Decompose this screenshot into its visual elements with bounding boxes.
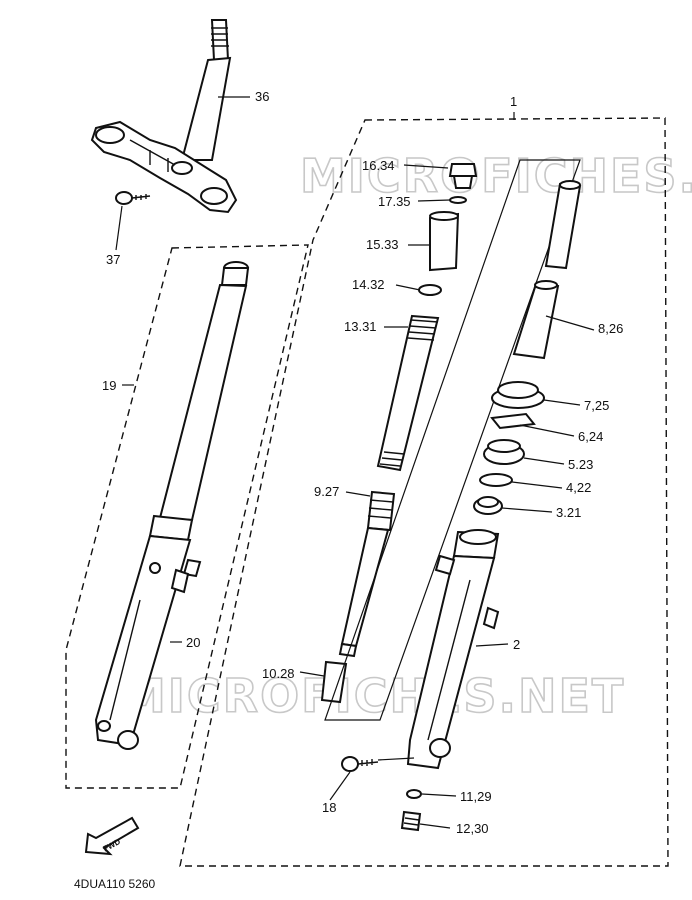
- assembly-19-boundary: [65, 244, 309, 789]
- drain-bolt-12-part: [400, 810, 422, 832]
- retaining-clip-6-part: [490, 412, 536, 430]
- callout-5: 5.23: [568, 457, 593, 472]
- callout-9: 9.27: [314, 484, 339, 499]
- oil-lock-piece-10-part: [320, 660, 348, 704]
- callout-17: 17.35: [378, 194, 411, 209]
- o-ring-17-part: [449, 196, 467, 204]
- assembly-1-boundary: [179, 117, 669, 867]
- callout-4: 4,22: [566, 480, 591, 495]
- gasket-11-part: [406, 789, 422, 799]
- callout-7: 7,25: [584, 398, 609, 413]
- callout-11: 11,29: [460, 789, 492, 804]
- forward-direction-arrow: FWD: [84, 816, 140, 856]
- dust-seal-7-part: [491, 381, 545, 409]
- callout-6: 6,24: [578, 429, 603, 444]
- watermark-bottom: MICROFICHES.NET: [120, 669, 625, 723]
- oil-seal-5-part: [483, 439, 525, 465]
- steering-stem-part: [90, 19, 238, 214]
- spacer-15-part: [429, 211, 460, 272]
- callout-20: 20: [186, 635, 200, 650]
- slide-metal-3-part: [473, 496, 503, 515]
- callout-19: 19: [102, 378, 116, 393]
- callout-3: 3.21: [556, 505, 581, 520]
- fork-assembly-19-part: [94, 261, 250, 750]
- reference-code: 4DUA110 5260: [74, 877, 155, 891]
- leader-lines: [115, 96, 595, 829]
- callout-12: 12,30: [456, 821, 489, 836]
- washer-4-part: [479, 473, 513, 487]
- callout-18: 18: [322, 800, 336, 815]
- inner-tube-8-part: [512, 180, 582, 360]
- callout-14: 14.32: [352, 277, 385, 292]
- callout-8: 8,26: [598, 321, 623, 336]
- outer-tube-2-part: [406, 529, 500, 770]
- damper-rod-9-part: [338, 490, 396, 658]
- callout-2: 2: [513, 637, 520, 652]
- bolt-37-part: [115, 191, 151, 205]
- callout-16: 16.34: [362, 158, 395, 173]
- callout-1: 1: [510, 94, 517, 109]
- callout-37: 37: [106, 252, 120, 267]
- bolt-18-part: [341, 756, 379, 772]
- inner-tube-frame: [324, 159, 581, 721]
- callout-10: 10.28: [262, 666, 295, 681]
- cap-bolt-16-part: [448, 163, 478, 189]
- callout-36: 36: [255, 89, 269, 104]
- callout-13: 13.31: [344, 319, 377, 334]
- fork-spring-13-part: [376, 314, 440, 472]
- washer-14-part: [418, 284, 442, 296]
- callout-15: 15.33: [366, 237, 399, 252]
- watermark-top: MICROFICHES.NET: [300, 149, 692, 203]
